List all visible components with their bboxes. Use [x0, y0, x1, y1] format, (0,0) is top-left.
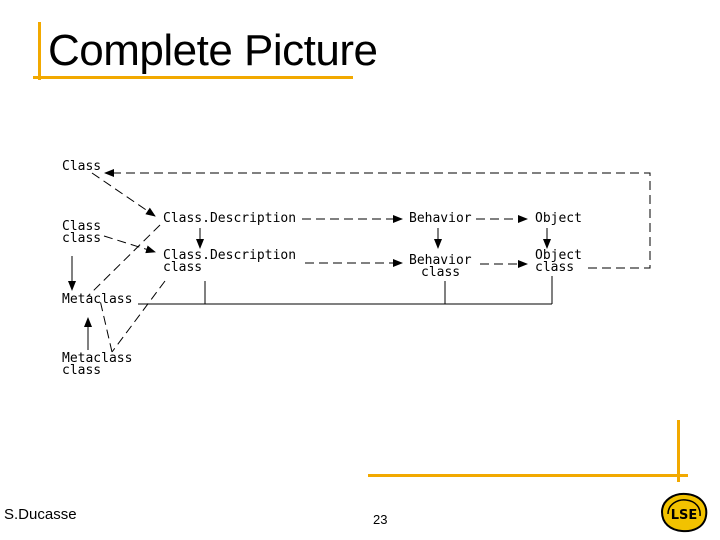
arrow-class-to-classdescription — [91, 172, 156, 217]
footer-accent-vertical — [677, 420, 680, 482]
node-metaclass-class-line1: Metaclass — [62, 351, 133, 366]
node-behavior-label: Behavior — [409, 211, 472, 226]
node-classdescription-class-line2: class — [163, 260, 203, 275]
node-classdescription-class: Class.Description class — [163, 248, 297, 275]
footer-accent-horizontal — [368, 474, 688, 477]
node-object-class-line1: Object — [535, 248, 582, 263]
node-class-class: Class class — [62, 219, 102, 246]
node-behavior: Behavior — [409, 211, 472, 226]
node-class-class-line1: Class — [62, 219, 102, 234]
node-object: Object — [535, 211, 582, 226]
arrow-metaclass-up — [99, 299, 113, 353]
logo-text: LSE — [671, 508, 698, 523]
node-metaclass-label: Metaclass — [62, 292, 133, 307]
lse-logo-icon: LSE — [660, 492, 708, 533]
title-accent-vertical — [38, 22, 41, 80]
title-accent-horizontal — [33, 76, 353, 79]
page-number: 23 — [373, 512, 388, 527]
node-classdescription-class-line1: Class.Description — [163, 248, 297, 263]
node-classdescription-label: Class.Description — [163, 211, 297, 226]
node-metaclass-class-line2: class — [62, 363, 102, 378]
node-class: Class — [62, 159, 102, 174]
node-classdescription: Class.Description — [163, 211, 297, 226]
node-behavior-class-line2: class — [421, 265, 461, 280]
node-metaclass: Metaclass — [62, 292, 133, 307]
arrow-classclass-to-classdescriptionclass — [103, 235, 156, 254]
slide-title: Complete Picture — [48, 26, 378, 75]
node-object-label: Object — [535, 211, 582, 226]
arrow-classdescriptionclass-to-classdescription — [87, 224, 161, 297]
node-object-class-line2: class — [535, 260, 575, 275]
node-class-label: Class — [62, 159, 102, 174]
arrow-metaclass-to-classdescriptionclass — [111, 280, 166, 353]
node-object-class: Object class — [535, 248, 582, 275]
author-label: S.Ducasse — [4, 506, 77, 523]
arrow-objectclass-loop-to-class — [104, 169, 651, 269]
node-class-class-line2: class — [62, 231, 102, 246]
node-behavior-class-line1: Behavior — [409, 253, 472, 268]
node-behavior-class: Behavior class — [409, 253, 472, 280]
node-metaclass-class: Metaclass class — [62, 351, 133, 378]
